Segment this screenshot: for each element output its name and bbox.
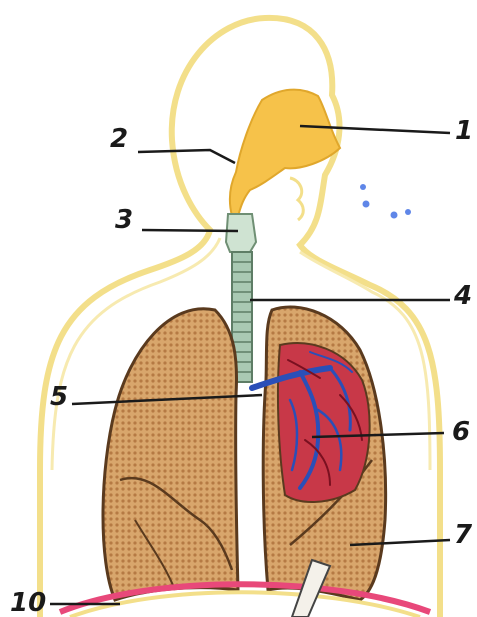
label-5: 5 — [50, 384, 68, 410]
left-lung — [103, 309, 238, 600]
label-6: 6 — [452, 419, 470, 445]
label-7: 7 — [454, 522, 472, 548]
mouth — [290, 178, 303, 220]
label-10: 10 — [10, 590, 46, 616]
leader-line-2 — [138, 150, 235, 163]
label-3: 3 — [115, 207, 133, 233]
label-4: 4 — [454, 283, 472, 309]
label-1: 1 — [455, 118, 473, 144]
droplets — [360, 184, 411, 219]
leader-line-3 — [142, 230, 238, 231]
label-2: 2 — [110, 126, 128, 152]
larynx — [226, 214, 256, 252]
